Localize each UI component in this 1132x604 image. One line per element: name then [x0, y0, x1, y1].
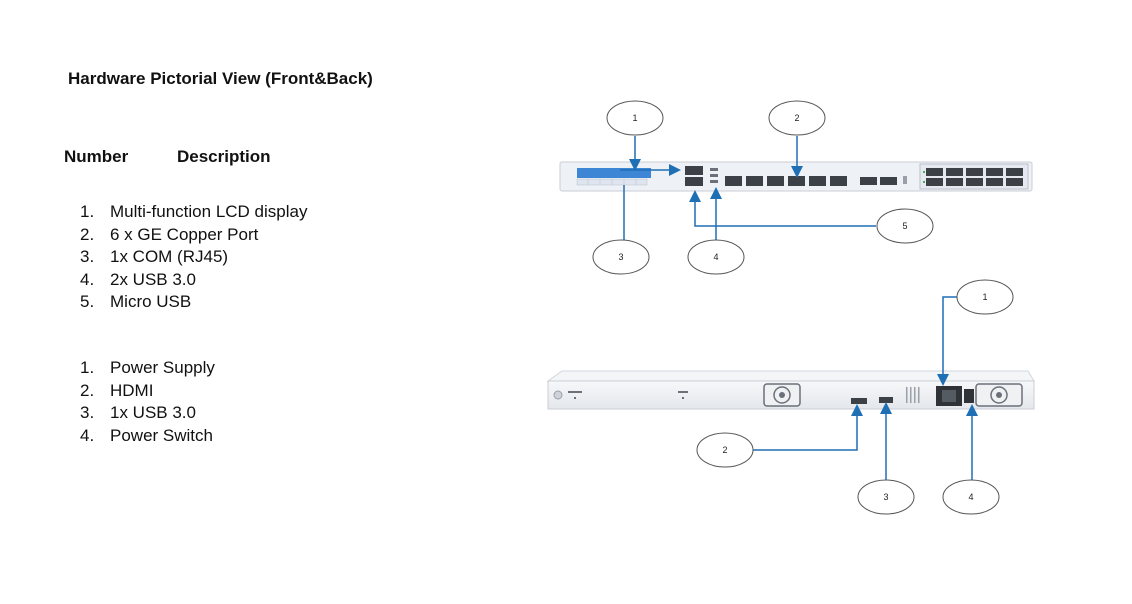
- front-callout-4: 4: [687, 239, 745, 275]
- com-port: [685, 166, 703, 186]
- list-item: 1. Power Supply: [68, 357, 215, 380]
- list-item: 5. Micro USB: [68, 291, 307, 314]
- front-callout-5: 5: [876, 208, 934, 244]
- callout-number: 3: [883, 492, 888, 502]
- description-column-header: Description: [177, 147, 271, 166]
- usb-port: [879, 397, 893, 403]
- fan-vent: [763, 383, 801, 407]
- item-label: 1x COM (RJ45): [110, 247, 229, 266]
- callout-number: 1: [632, 113, 637, 123]
- callout-number: 2: [722, 445, 727, 455]
- item-label: Power Supply: [110, 358, 215, 377]
- front-panel: [559, 161, 1033, 192]
- ge-copper-ports: [725, 176, 847, 186]
- item-number: 4.: [80, 269, 95, 289]
- item-label: HDMI: [110, 380, 154, 400]
- power-supply: [936, 383, 1023, 407]
- back-callout-4: 4: [942, 479, 1000, 515]
- callout-number: 5: [902, 221, 907, 231]
- callout-number: 1: [982, 292, 987, 302]
- list-item: 1. Multi-function LCD display: [68, 201, 307, 224]
- sfp-ports: [860, 177, 897, 185]
- item-number: 1.: [80, 202, 95, 221]
- usb-ports: [710, 168, 718, 183]
- power-switch: [964, 389, 974, 403]
- list-item: 2. HDMI: [68, 380, 215, 403]
- front-callout-1: 1: [606, 100, 664, 136]
- item-number: 2.: [80, 224, 95, 244]
- list-item: 3. 1x USB 3.0: [68, 402, 215, 425]
- item-label: 6 x GE Copper Port: [110, 224, 259, 244]
- expansion-module: [919, 163, 1029, 190]
- item-number: 1.: [80, 358, 95, 377]
- item-label: 2x USB 3.0: [110, 269, 196, 289]
- lcd-display: [576, 168, 651, 186]
- callout-number: 2: [794, 113, 799, 123]
- back-component-list: 1. Power Supply 2. HDMI 3. 1x USB 3.0 4. Pow…: [68, 357, 215, 447]
- back-callout-1: 1: [956, 279, 1014, 315]
- item-label: Multi-function LCD display: [110, 202, 308, 221]
- item-number: 4.: [80, 425, 95, 445]
- front-callout-3: 3: [592, 239, 650, 275]
- back-panel: [546, 370, 1035, 410]
- list-item: 3. 1x COM (RJ45): [68, 246, 307, 269]
- callout-number: 4: [713, 252, 718, 262]
- list-item: 2. 6 x GE Copper Port: [68, 224, 307, 247]
- item-number: 2.: [80, 380, 95, 400]
- back-callout-3: 3: [857, 479, 915, 515]
- back-callout-2: 2: [696, 432, 754, 468]
- item-label: 1x USB 3.0: [110, 403, 196, 422]
- callout-number: 3: [618, 252, 623, 262]
- page-title: Hardware Pictorial View (Front&Back): [68, 69, 373, 88]
- front-component-list: 1. Multi-function LCD display 2. 6 x GE Co…: [68, 201, 307, 314]
- front-callout-2: 2: [768, 100, 826, 136]
- item-label: Micro USB: [110, 292, 192, 311]
- item-number: 3.: [80, 247, 95, 266]
- item-number: 3.: [80, 403, 95, 422]
- number-column-header: Number: [64, 147, 129, 166]
- callout-number: 4: [968, 492, 973, 502]
- item-label: Power Switch: [110, 425, 213, 445]
- list-item: 4. Power Switch: [68, 425, 215, 448]
- item-number: 5.: [80, 292, 95, 311]
- hdmi-port: [851, 398, 867, 404]
- list-item: 4. 2x USB 3.0: [68, 269, 307, 292]
